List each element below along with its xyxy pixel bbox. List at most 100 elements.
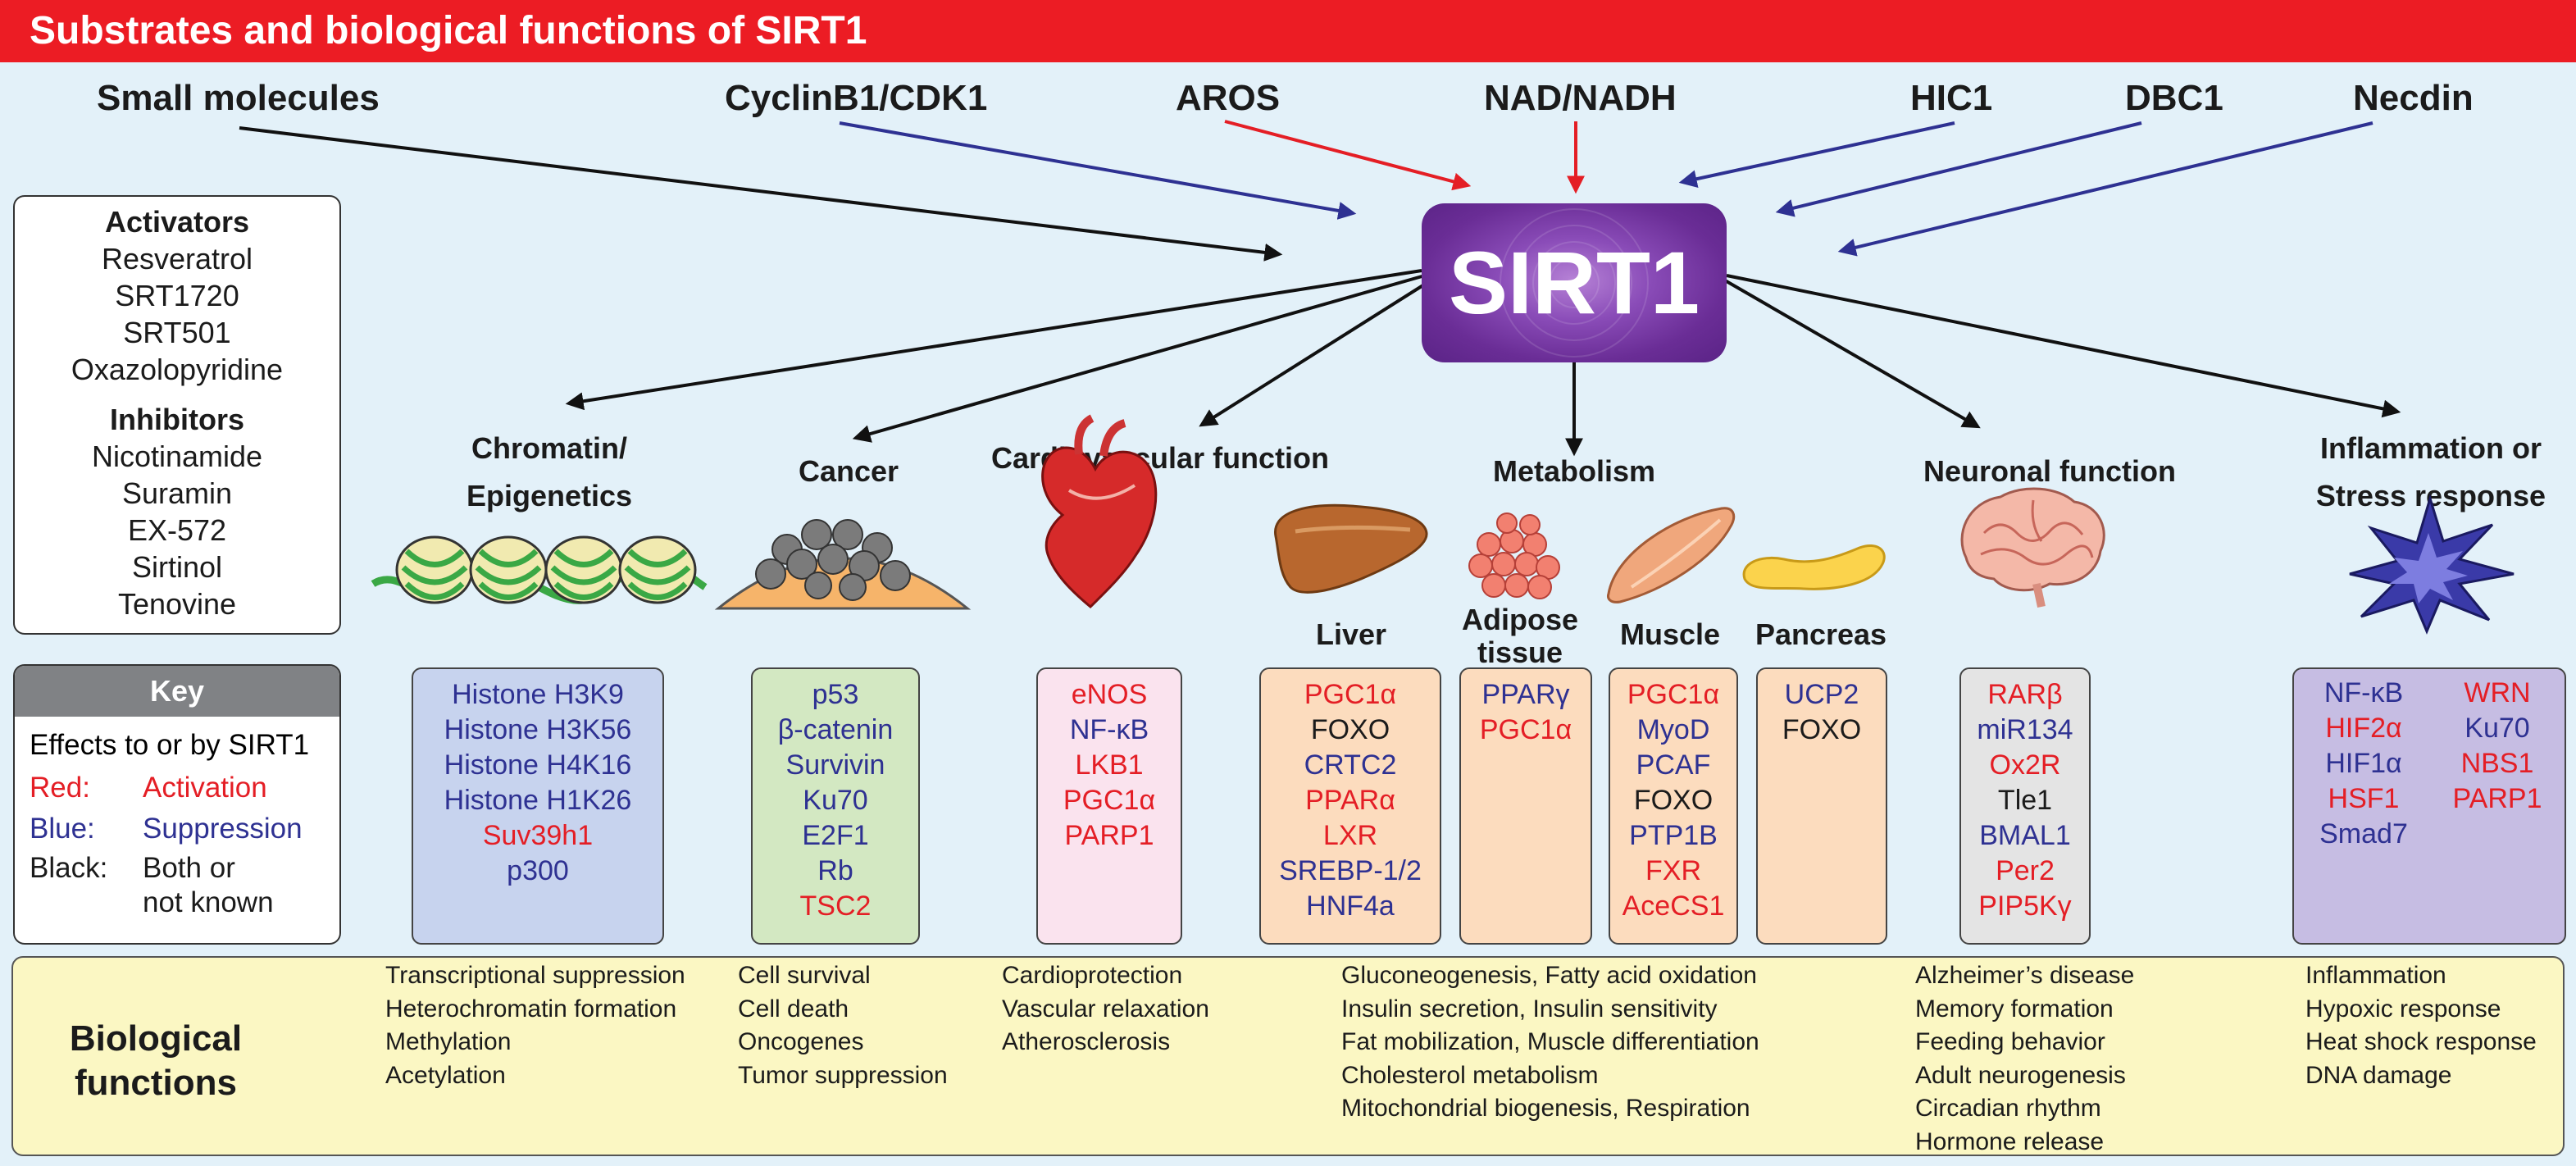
function-item: Vascular relaxation — [1002, 995, 1209, 1023]
pancreas-icon — [1742, 544, 1886, 590]
inhibitor-item: Tenovine — [117, 587, 237, 621]
key-red-label: Red: — [30, 772, 90, 804]
substrate-item: Tle1 — [1997, 785, 2053, 816]
organ-pancreas: Pancreas — [1755, 617, 1887, 651]
substrate-item: SREBP-1/2 — [1279, 855, 1422, 886]
function-item: Hormone release — [1915, 1127, 2105, 1155]
substrate-item: LXR — [1322, 820, 1378, 851]
substrate-item: NF-κB — [2323, 677, 2404, 708]
function-item: Oncogenes — [738, 1028, 864, 1055]
muscle-icon — [1607, 507, 1736, 603]
substrate-item: miR134 — [1977, 714, 2073, 745]
substrate-item: UCP2 — [1784, 679, 1859, 710]
arrow-hic1 — [1678, 121, 1955, 189]
substrate-item: Suv39h1 — [482, 820, 594, 851]
chromatin-icon — [371, 535, 708, 604]
substrate-item: FXR — [1645, 855, 1701, 886]
substrate-item: Ox2R — [1989, 749, 2061, 781]
function-item: Circadian rhythm — [1915, 1095, 2101, 1122]
substrate-item: Histone H3K56 — [444, 714, 632, 745]
substrate-item: PIP5Kγ — [1978, 890, 2072, 922]
category-chromatin: Chromatin/ Epigenetics — [394, 425, 705, 520]
substrate-item: PTP1B — [1629, 820, 1718, 851]
arrow-chromatin — [565, 269, 1422, 411]
organ-adipose-line1: Adipose — [1461, 603, 1578, 636]
biological-functions-panel — [11, 956, 2565, 1156]
substrate-item: FOXO — [1782, 714, 1862, 745]
category-chromatin-line2: Epigenetics — [466, 479, 633, 512]
organ-liver: Liver — [1315, 617, 1387, 651]
substrate-item: PCAF — [1636, 749, 1711, 781]
substrate-item: Histone H4K16 — [444, 749, 632, 781]
arrow-necdin — [1837, 121, 2373, 257]
substrate-item: BMAL1 — [1979, 820, 2071, 851]
function-item: Heterochromatin formation — [385, 995, 677, 1023]
substrate-item: HNF4a — [1306, 890, 1395, 922]
activator-item: Resveratrol — [101, 242, 253, 276]
substrate-item: Histone H3K9 — [452, 679, 624, 710]
substrate-item: MyoD — [1636, 714, 1710, 745]
substrate-item: PARP1 — [1064, 820, 1154, 851]
substrate-item: HIF1α — [2325, 748, 2402, 779]
key-black-label: Black: — [30, 852, 108, 884]
regulator-dbc1: DBC1 — [2125, 78, 2223, 118]
function-item: Transcriptional suppression — [385, 962, 685, 989]
key-red-value: Activation — [143, 772, 267, 804]
function-item: Cell death — [738, 995, 849, 1023]
biological-functions-title-line2: functions — [75, 1063, 237, 1103]
function-item: Cholesterol metabolism — [1341, 1061, 1599, 1089]
substrate-item: HSF1 — [2328, 783, 2400, 814]
substrate-item: NF-κB — [1069, 714, 1149, 745]
heart-icon — [1041, 414, 1158, 609]
substrate-item: HIF2α — [2325, 713, 2402, 744]
substrate-item: PPARα — [1305, 785, 1395, 816]
substrate-item: PGC1α — [1304, 679, 1397, 710]
function-item: Inflammation — [2305, 962, 2446, 989]
brain-icon — [1960, 487, 2105, 608]
activator-item: SRT1720 — [115, 279, 239, 312]
substrate-item: eNOS — [1071, 679, 1148, 710]
organ-adipose-line2: tissue — [1477, 635, 1563, 669]
function-item: Acetylation — [385, 1061, 506, 1089]
substrate-item: NBS1 — [2460, 748, 2534, 779]
function-item: Heat shock response — [2305, 1028, 2537, 1055]
substrate-item: FOXO — [1633, 785, 1714, 816]
function-item: Cardioprotection — [1002, 962, 1183, 989]
substrate-item: FOXO — [1310, 714, 1390, 745]
substrate-item: Per2 — [1996, 855, 2055, 886]
key-title: Key — [15, 666, 339, 717]
title-bar — [0, 0, 2576, 62]
function-item: Adult neurogenesis — [1915, 1061, 2126, 1089]
category-metabolism: Metabolism — [1492, 454, 1656, 488]
organ-muscle: Muscle — [1619, 617, 1721, 651]
substrate-item: PGC1α — [1627, 679, 1720, 710]
arrow-cancer — [852, 274, 1426, 443]
regulator-necdin: Necdin — [2353, 78, 2474, 118]
substrate-item: PPARγ — [1481, 679, 1570, 710]
arrow-cardio — [1199, 280, 1430, 427]
adipose-icon — [1468, 512, 1560, 599]
biological-functions-title: Biological functions — [33, 1017, 279, 1105]
inhibitors-heading: Inhibitors — [110, 403, 244, 436]
liver-icon — [1274, 503, 1428, 594]
substrate-item: PGC1α — [1479, 714, 1572, 745]
function-item: Fat mobilization, Muscle differentiation — [1341, 1028, 1759, 1055]
activator-item: SRT501 — [123, 316, 231, 349]
substrate-box-inflammation — [2292, 667, 2566, 945]
regulator-aros: AROS — [1176, 78, 1281, 118]
category-neuronal: Neuronal function — [1923, 454, 2176, 488]
function-item: Cell survival — [738, 962, 871, 989]
function-item: Alzheimer’s disease — [1915, 962, 2135, 989]
